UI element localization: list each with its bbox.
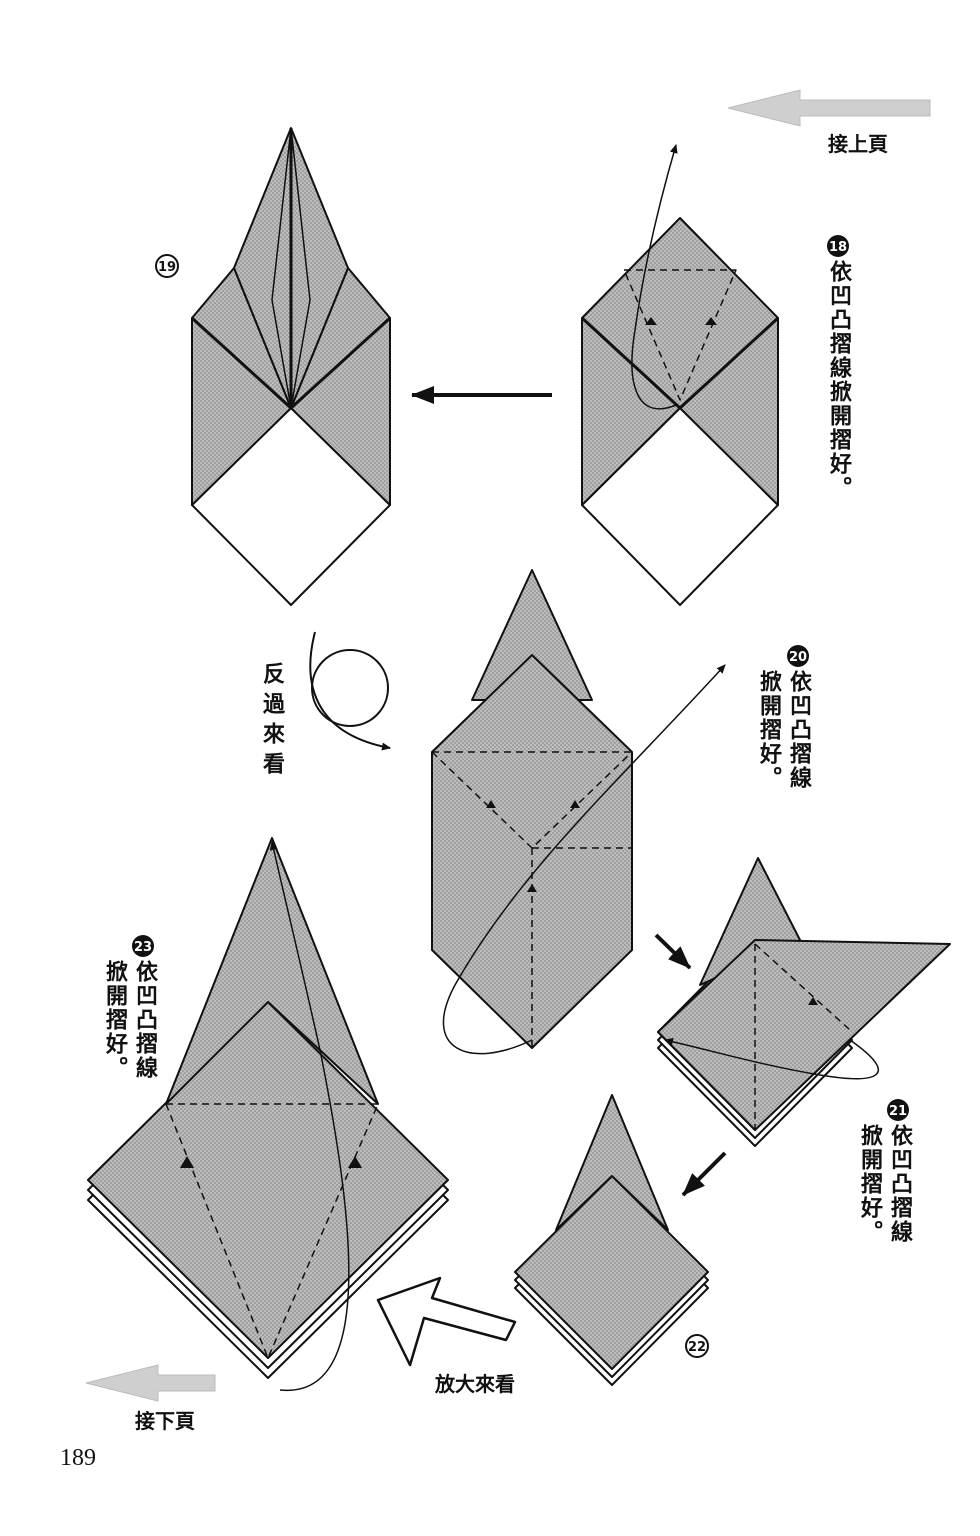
step-20-instruction-line1: 依凹凸摺線 [786, 670, 811, 790]
step-22-number-text: 22 [688, 1340, 706, 1355]
turn-over-label: 反過來看 [259, 662, 284, 782]
prev-page-arrow-icon [727, 89, 931, 127]
turn-over-icon [309, 631, 391, 751]
step-23-number-text: 23 [134, 940, 152, 955]
step-23-figure [87, 837, 449, 1391]
step-22-figure [514, 1094, 709, 1386]
step-18-number: 18 [827, 235, 849, 257]
page-number: 189 [60, 1445, 96, 1471]
zoom-label: 放大來看 [435, 1372, 515, 1396]
step-22-arrow-icon [681, 1151, 727, 1197]
step-19-number-text: 19 [158, 260, 176, 275]
step-20-figure [431, 569, 726, 1055]
continued-from-label: 接上頁 [828, 132, 888, 156]
step-19-number: 19 [155, 254, 179, 278]
step-21-number-text: 21 [889, 1104, 907, 1119]
step-21-arrow-icon [654, 933, 692, 970]
step-21-instruction-line1: 依凹凸摺線 [887, 1124, 912, 1244]
step-21-instruction-line2: 掀開摺好。 [857, 1124, 882, 1244]
step-18-instruction: 依凹凸摺線掀開摺好。 [826, 260, 851, 500]
step-20-number: 20 [787, 645, 809, 667]
step-20-number-text: 20 [789, 650, 807, 665]
continued-next-label: 接下頁 [135, 1409, 195, 1433]
step-22-number: 22 [685, 1334, 709, 1358]
step-18-number-text: 18 [829, 240, 847, 255]
step-19-figure [190, 127, 392, 606]
step-23-instruction-line2: 掀開摺好。 [102, 960, 127, 1080]
step-20-instruction-line2: 掀開摺好。 [756, 670, 781, 790]
next-page-arrow-icon [85, 1364, 216, 1402]
step-18-figure [580, 144, 780, 606]
step-21-number: 21 [887, 1099, 909, 1121]
step-23-instruction-line1: 依凹凸摺線 [132, 960, 157, 1080]
step-23-number: 23 [132, 935, 154, 957]
step-21-figure [657, 857, 951, 1147]
zoom-arrow-icon [376, 1276, 517, 1367]
